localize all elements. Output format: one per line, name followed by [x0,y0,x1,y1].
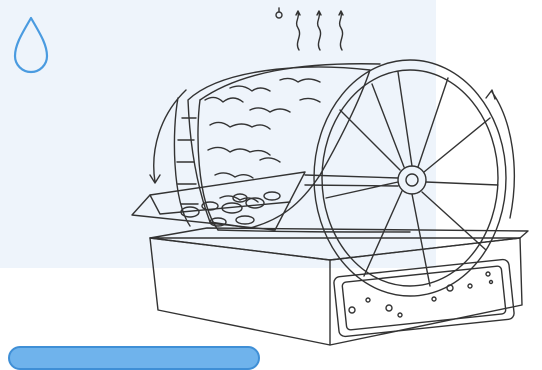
rotating-drum-illustration [0,0,542,356]
machine-base [150,228,528,345]
front-wheel [305,60,506,296]
steam-icon [276,8,343,50]
tray [132,172,305,230]
bottom-banner-pill [8,346,260,370]
